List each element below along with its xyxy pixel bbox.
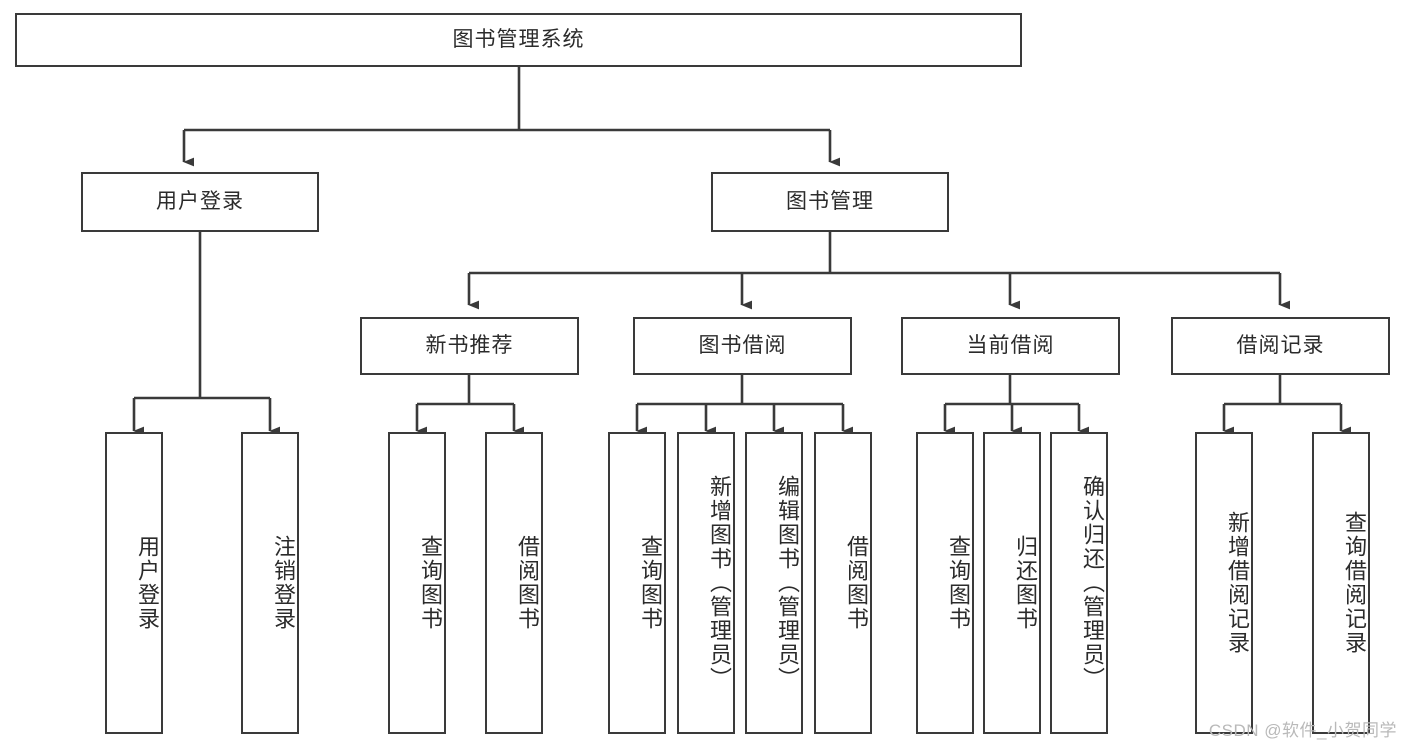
node-borrow-record[interactable]: 借阅记录 (1171, 317, 1390, 375)
leaf-borrow-borrow-book-label: 借阅图书 (844, 535, 869, 631)
leaf-borrow-edit-book-admin[interactable]: 编辑图书（管理员） (745, 432, 803, 734)
leaf-borrow-query-book-label: 查询图书 (638, 535, 663, 631)
csdn-watermark: CSDN @软件_小贺同学 (1208, 721, 1397, 740)
node-user-login[interactable]: 用户登录 (81, 172, 319, 232)
node-user-login-label: 用户登录 (156, 190, 244, 214)
leaf-borrow-add-book-admin[interactable]: 新增图书（管理员） (677, 432, 735, 734)
leaf-record-query-record-label: 查询借阅记录 (1342, 511, 1367, 655)
node-current-borrow[interactable]: 当前借阅 (901, 317, 1120, 375)
node-new-book-recommend[interactable]: 新书推荐 (360, 317, 579, 375)
leaf-recommend-query-book[interactable]: 查询图书 (388, 432, 446, 734)
node-current-borrow-label: 当前借阅 (966, 334, 1055, 358)
leaf-record-add-record-label: 新增借阅记录 (1225, 511, 1250, 655)
leaf-current-query-book-label: 查询图书 (946, 535, 971, 631)
leaf-current-confirm-return-admin[interactable]: 确认归还（管理员） (1050, 432, 1108, 734)
leaf-recommend-borrow-book-label: 借阅图书 (515, 535, 540, 631)
leaf-record-add-record[interactable]: 新增借阅记录 (1195, 432, 1253, 734)
leaf-borrow-edit-book-admin-label: 编辑图书（管理员） (775, 475, 800, 691)
leaf-current-return-book[interactable]: 归还图书 (983, 432, 1041, 734)
leaf-user-login-logout-label: 注销登录 (271, 535, 296, 631)
node-root-label: 图书管理系统 (452, 28, 585, 52)
node-book-borrow[interactable]: 图书借阅 (633, 317, 852, 375)
leaf-user-login-login[interactable]: 用户登录 (105, 432, 163, 734)
node-root-book-management-system[interactable]: 图书管理系统 (15, 13, 1022, 67)
leaf-record-query-record[interactable]: 查询借阅记录 (1312, 432, 1370, 734)
leaf-recommend-query-book-label: 查询图书 (418, 535, 443, 631)
node-borrow-record-label: 借阅记录 (1236, 334, 1325, 358)
node-book-management-label: 图书管理 (786, 190, 874, 214)
leaf-borrow-add-book-admin-label: 新增图书（管理员） (707, 475, 732, 691)
leaf-borrow-query-book[interactable]: 查询图书 (608, 432, 666, 734)
leaf-recommend-borrow-book[interactable]: 借阅图书 (485, 432, 543, 734)
leaf-current-return-book-label: 归还图书 (1013, 535, 1038, 631)
leaf-current-query-book[interactable]: 查询图书 (916, 432, 974, 734)
node-book-borrow-label: 图书借阅 (698, 334, 787, 358)
node-book-management[interactable]: 图书管理 (711, 172, 949, 232)
leaf-user-login-logout[interactable]: 注销登录 (241, 432, 299, 734)
node-new-book-recommend-label: 新书推荐 (425, 334, 514, 358)
leaf-user-login-login-label: 用户登录 (135, 535, 160, 631)
leaf-current-confirm-return-admin-label: 确认归还（管理员） (1080, 475, 1105, 691)
leaf-borrow-borrow-book[interactable]: 借阅图书 (814, 432, 872, 734)
